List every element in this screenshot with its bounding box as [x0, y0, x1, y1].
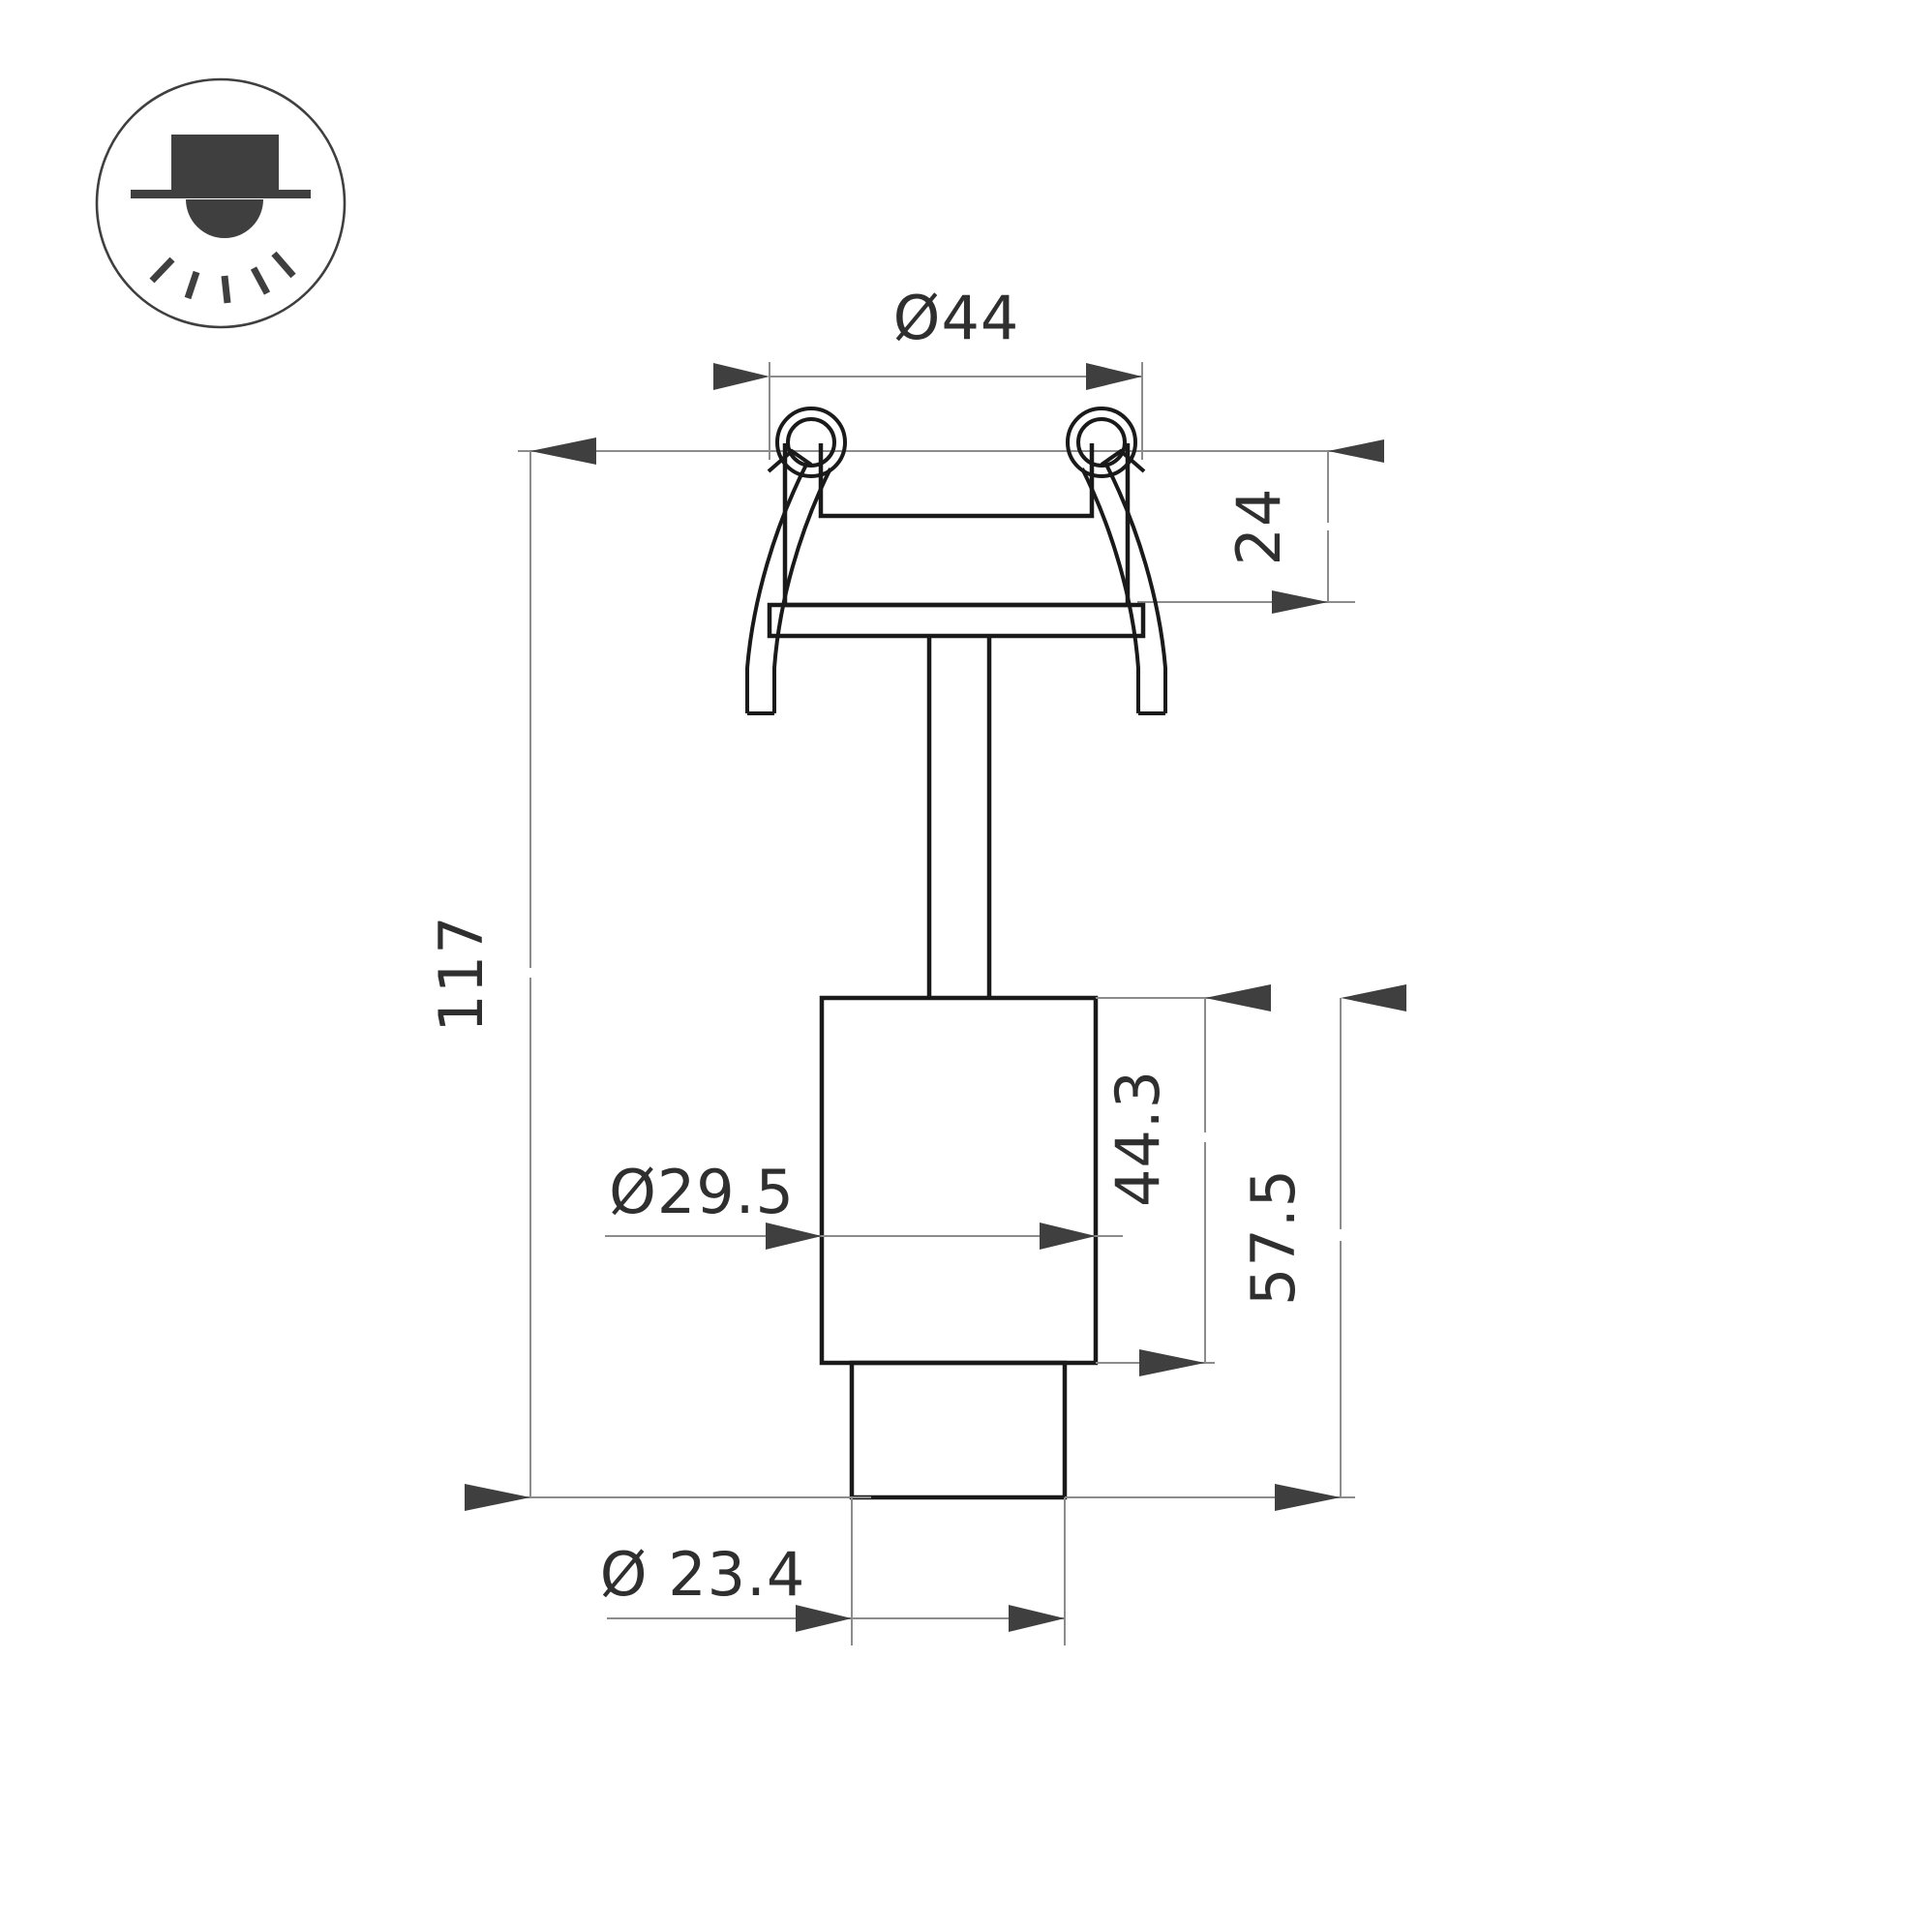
spring-clips	[745, 407, 1167, 715]
main-body	[819, 995, 1099, 1366]
clip-pivot-outer-right	[1066, 407, 1137, 478]
flange-base-plate	[767, 602, 1146, 639]
dimension-label-24: 24	[1223, 488, 1294, 566]
dimension-label-44-3: 44.3	[1102, 1070, 1173, 1207]
clip-pivot-outer-left	[775, 407, 847, 478]
clip-blade-left-outer	[745, 464, 808, 713]
clip-pivot-inner-right	[1076, 417, 1127, 468]
clip-blade-right-inner	[1080, 468, 1140, 713]
dimension-diameter-23-4: Ø 23.4	[600, 1497, 1066, 1645]
dimension-label-diameter-29-5: Ø29.5	[609, 1157, 795, 1227]
icon-lens-dome	[186, 199, 263, 238]
downlight-symbol-icon	[95, 77, 347, 329]
icon-light-rays	[149, 251, 296, 304]
dimension-57-5: 57.5	[1065, 984, 1406, 1511]
fixture-outline	[767, 443, 1146, 1500]
dimension-24: 24	[1223, 439, 1384, 614]
dimension-44-3: 44.3	[1096, 984, 1271, 1376]
dimension-label-117: 117	[426, 915, 497, 1032]
clip-blade-left-inner	[772, 468, 832, 713]
dimension-diameter-44: Ø44	[713, 283, 1143, 460]
lens-barrel	[849, 1360, 1068, 1500]
icon-housing-block	[171, 135, 279, 191]
dimension-label-57-5: 57.5	[1238, 1168, 1309, 1306]
clip-blade-right-outer	[1104, 464, 1167, 713]
support-stem	[926, 636, 992, 998]
dimension-diameter-29-5: Ø29.5	[605, 1157, 1123, 1250]
dimension-label-diameter-23-4: Ø 23.4	[600, 1539, 806, 1610]
flange-inner-profile	[818, 443, 1095, 519]
clip-pivot-inner-left	[786, 417, 836, 468]
icon-circle-outline	[95, 77, 347, 329]
dimension-117: 117	[426, 438, 871, 1511]
dimension-label-diameter-44: Ø44	[893, 283, 1020, 353]
clip-hook-left	[767, 448, 813, 473]
clip-hook-right	[1100, 448, 1146, 473]
icon-ceiling-line	[131, 190, 311, 198]
